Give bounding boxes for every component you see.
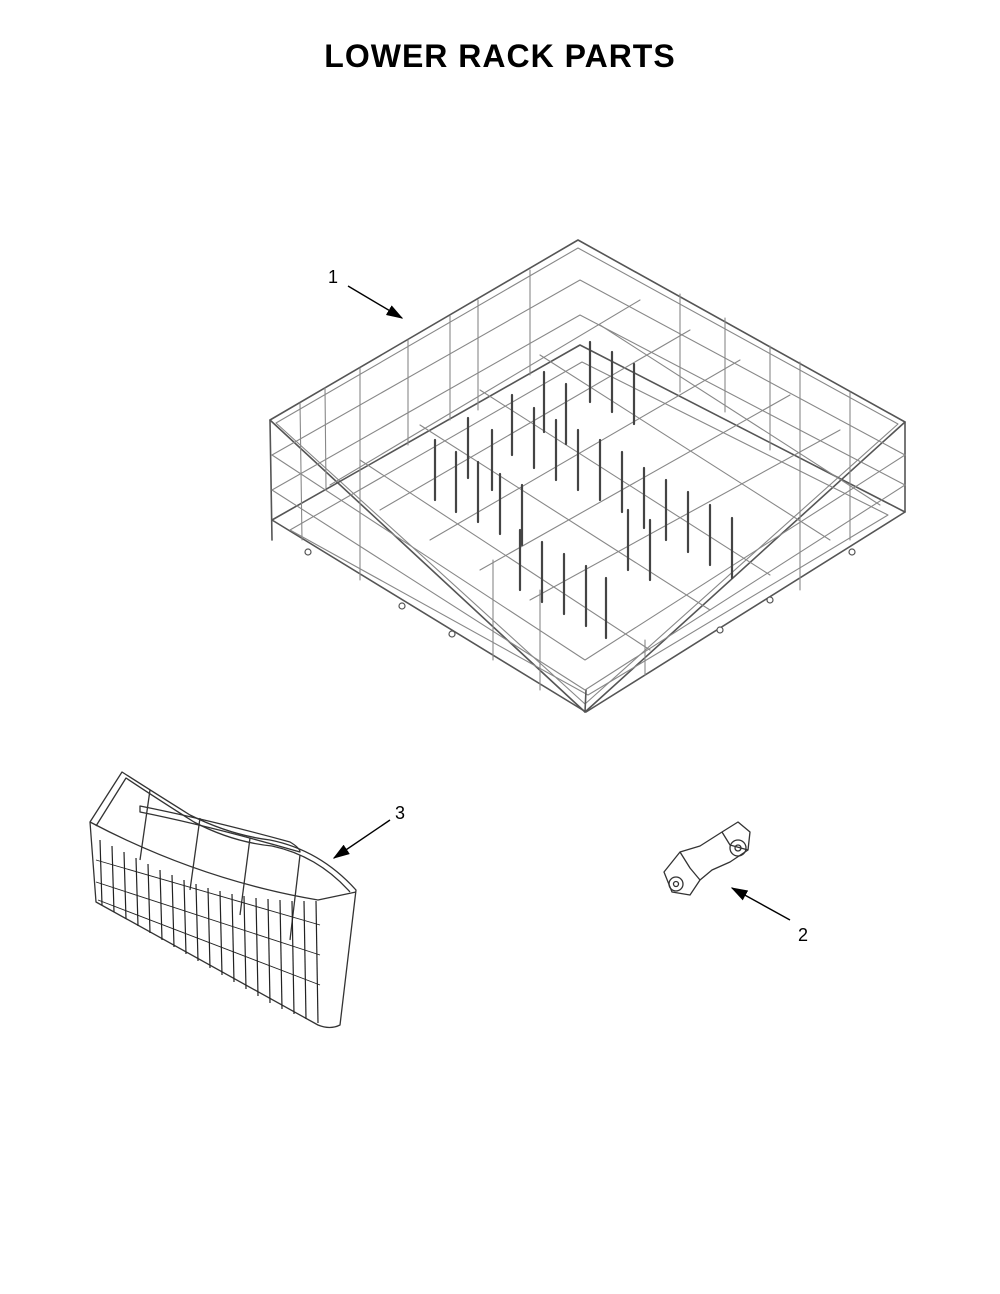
rack-side-rails: [271, 279, 906, 691]
basket-handle: [139, 805, 301, 853]
roller-wheel: [729, 839, 747, 857]
lower-rack-drawing: [269, 239, 906, 713]
rack-side-wires: [299, 269, 851, 691]
leader-2: [730, 887, 791, 921]
rack-floor-grid: [329, 299, 881, 651]
roller-body: [663, 821, 751, 896]
leader-3: [332, 819, 391, 859]
callout-3: 3: [395, 803, 405, 823]
callout-2: 2: [798, 925, 808, 945]
basket-mesh: [95, 839, 321, 1024]
leader-1: [347, 285, 404, 319]
rack-wheels: [304, 548, 856, 638]
basket-outline: [89, 771, 357, 1029]
rack-roller-drawing: [663, 821, 751, 896]
rack-corner-post: [584, 689, 587, 713]
rack-corner-post: [269, 419, 273, 541]
rack-tines: [433, 340, 734, 640]
silverware-basket-drawing: [89, 771, 357, 1029]
callout-1: 1: [328, 267, 338, 287]
rack-bottom-frame: [271, 344, 906, 713]
roller-wheel: [668, 876, 684, 892]
page-title: LOWER RACK PARTS: [324, 38, 676, 74]
